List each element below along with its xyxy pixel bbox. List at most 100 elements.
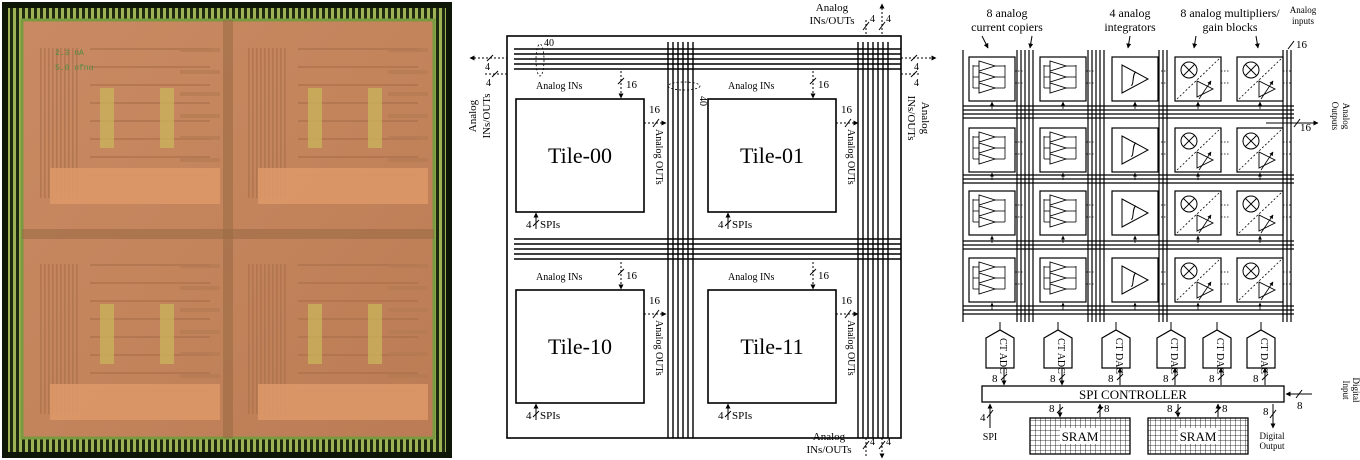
- converter-width-5: 8: [1253, 373, 1259, 385]
- converter-row: CT ADC8CT ADC8CT DAC8CT DAC8CT DAC8CT DA…: [986, 322, 1275, 385]
- analog-ins-label-11: Analog INs: [728, 272, 774, 283]
- block-r1-c1: [1040, 128, 1086, 172]
- analog-outs-width-00: 16: [649, 104, 661, 116]
- tile-architecture-diagram: Tile-00 Tile-01 Tile-10 Tile-11 Analog I…: [467, 2, 936, 458]
- analog-outputs-width: 16: [1300, 122, 1312, 134]
- converter-label-4: CT DAC: [1214, 338, 1225, 375]
- io-top: Analog INs/OUTs 4 4: [809, 2, 891, 36]
- analog-inputs-line2: inputs: [1292, 16, 1315, 26]
- sram-0-label: SRAM: [1062, 429, 1099, 444]
- analog-outs-label-01: Analog OUTs: [845, 129, 856, 185]
- digital-input-line2: Input: [1341, 381, 1351, 400]
- block-r3-c1: [1040, 258, 1086, 302]
- io-bottom-line1: Analog: [813, 431, 846, 443]
- converter-width-1: 8: [1050, 373, 1056, 385]
- spis-label-00: SPIs: [540, 219, 560, 231]
- tile-10-label: Tile-10: [548, 334, 612, 359]
- sram-1-width-a: 8: [1167, 403, 1173, 415]
- spis-width-11: 4: [718, 410, 724, 422]
- svg-text:4: 4: [980, 412, 986, 424]
- tile-detail-diagram: 8 analog current copiers 4 analog integr…: [963, 5, 1360, 454]
- svg-text:4: 4: [886, 437, 891, 448]
- spi-controller-label: SPI CONTROLLER: [1079, 387, 1187, 402]
- multipliers-label-line2: gain blocks: [1203, 20, 1258, 34]
- converter-label-5: CT DAC: [1258, 338, 1269, 375]
- analog-ins-label-10: Analog INs: [536, 272, 582, 283]
- spi-label: SPI: [983, 432, 997, 443]
- converter-width-4: 8: [1209, 373, 1215, 385]
- block-r2-c1: [1040, 191, 1086, 235]
- chip-die-photo: 2.3 nA 5.0 ofnu: [0, 0, 452, 460]
- svg-text:5.0 ofnu: 5.0 ofnu: [55, 64, 94, 73]
- svg-text:8: 8: [1297, 400, 1303, 412]
- multipliers-label-line1: 8 analog multipliers/: [1180, 6, 1280, 20]
- block-r1-c0: [969, 128, 1015, 172]
- bus-width-40-left: 40: [544, 38, 554, 49]
- converter-label-0: CT ADC: [997, 338, 1008, 374]
- io-right: Analog INs/OUTs 4 4: [901, 55, 936, 141]
- analog-outputs-line2: Outputs: [1330, 102, 1340, 131]
- converter-width-2: 8: [1108, 373, 1114, 385]
- sram-0-width-a: 8: [1049, 403, 1055, 415]
- digital-output-line1: Digital: [1260, 431, 1285, 441]
- copiers-label-line1: 8 analog: [987, 6, 1028, 20]
- svg-text:4: 4: [870, 437, 875, 448]
- svg-text:4: 4: [485, 62, 490, 73]
- sram-1-width-b: 8: [1222, 403, 1228, 415]
- sram-0-width-b: 8: [1104, 403, 1110, 415]
- sram-1-label: SRAM: [1180, 429, 1217, 444]
- analog-ins-label-00: Analog INs: [536, 81, 582, 92]
- analog-outs-width-11: 16: [841, 295, 853, 307]
- converter-label-2: CT DAC: [1113, 338, 1124, 375]
- copiers-label-line2: current copiers: [971, 20, 1043, 34]
- svg-text:8: 8: [1263, 406, 1269, 418]
- io-right-line2: INs/OUTs: [905, 95, 917, 140]
- analog-ins-width-10: 16: [626, 270, 638, 282]
- analog-outs-label-00: Analog OUTs: [653, 129, 664, 185]
- tile-00-label: Tile-00: [548, 143, 612, 168]
- spis-width-10: 4: [526, 410, 532, 422]
- analog-outs-width-01: 16: [841, 104, 853, 116]
- spis-width-01: 4: [718, 219, 724, 231]
- spis-label-11: SPIs: [732, 410, 752, 422]
- svg-text:2.3 nA: 2.3 nA: [55, 49, 84, 58]
- analog-outs-label-10: Analog OUTs: [653, 320, 664, 376]
- digital-output-line2: Output: [1259, 441, 1285, 451]
- converter-label-1: CT ADC: [1055, 338, 1066, 374]
- io-right-line1: Analog: [919, 102, 931, 135]
- converter-label-3: CT DAC: [1168, 338, 1179, 375]
- analog-outs-label-11: Analog OUTs: [845, 320, 856, 376]
- analog-ins-width-11: 16: [818, 270, 830, 282]
- converter-width-0: 8: [992, 373, 998, 385]
- svg-text:4: 4: [870, 14, 875, 25]
- bus-width-40-center: 40: [697, 96, 708, 106]
- converter-width-3: 8: [1163, 373, 1169, 385]
- tile-11-label: Tile-11: [740, 334, 803, 359]
- analog-ins-label-01: Analog INs: [728, 81, 774, 92]
- analog-outputs-line1: Analog: [1341, 103, 1351, 130]
- io-left-line1: Analog: [467, 99, 479, 132]
- block-r3-c0: [969, 258, 1015, 302]
- integrators-label-line2: integrators: [1104, 20, 1156, 34]
- block-r0-c0: [969, 57, 1015, 101]
- io-top-line2: INs/OUTs: [809, 15, 854, 27]
- tile-01-label: Tile-01: [740, 143, 804, 168]
- analog-ins-width-01: 16: [818, 79, 830, 91]
- spis-label-01: SPIs: [732, 219, 752, 231]
- svg-text:4: 4: [886, 14, 891, 25]
- analog-inputs-width: 16: [1296, 39, 1308, 51]
- block-r2-c0: [969, 191, 1015, 235]
- svg-text:4: 4: [914, 62, 919, 73]
- analog-ins-width-00: 16: [626, 79, 638, 91]
- spis-width-00: 4: [526, 219, 532, 231]
- io-top-line1: Analog: [816, 2, 849, 14]
- io-left: Analog INs/OUTs 4 4: [467, 55, 507, 139]
- io-bottom-line2: INs/OUTs: [806, 444, 851, 456]
- integrators-label-line1: 4 analog: [1110, 6, 1151, 20]
- spis-label-10: SPIs: [540, 410, 560, 422]
- digital-input-line1: Digital: [1351, 378, 1360, 403]
- svg-text:4: 4: [914, 78, 919, 89]
- io-left-line2: INs/OUTs: [481, 93, 493, 138]
- analog-inputs-line1: Analog: [1290, 5, 1317, 15]
- analog-outs-width-10: 16: [649, 295, 661, 307]
